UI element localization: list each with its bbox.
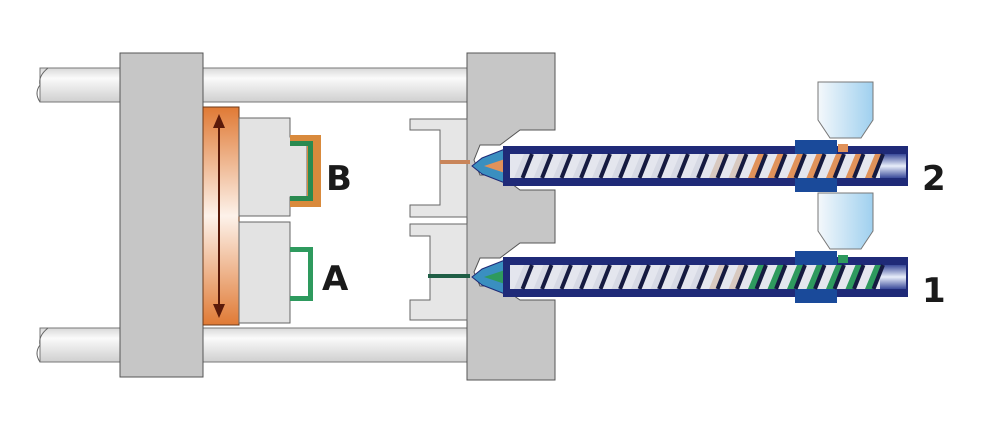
hopper bbox=[817, 192, 874, 250]
screw-flight-edge bbox=[637, 153, 651, 179]
screw-flight-edge bbox=[832, 153, 846, 179]
screw-flight-edge bbox=[676, 264, 690, 290]
screw-flight-edge bbox=[559, 264, 573, 290]
feed-material bbox=[838, 144, 848, 152]
nozzle-material bbox=[484, 159, 505, 173]
injection-unit-1 bbox=[471, 192, 908, 303]
screw-flight-edge bbox=[813, 153, 827, 179]
fixed-mold-bottom bbox=[409, 223, 468, 321]
screw-flight-edge bbox=[637, 264, 651, 290]
tie-bar-top bbox=[36, 67, 471, 103]
screw-flight-edge bbox=[579, 153, 593, 179]
screw-flight-edge bbox=[871, 264, 885, 290]
screw-flight-edge bbox=[696, 153, 710, 179]
screw-flight-edge bbox=[598, 153, 612, 179]
screw-flight-edge bbox=[852, 264, 866, 290]
rotary-plate bbox=[202, 106, 240, 326]
label-part-b: B bbox=[326, 159, 352, 199]
nozzle-material bbox=[484, 270, 505, 284]
screw-flight-edge bbox=[871, 153, 885, 179]
screw-flight-edge bbox=[793, 264, 807, 290]
screw-flight-edge bbox=[540, 153, 554, 179]
screw-flight-edge bbox=[676, 153, 690, 179]
arrow-down-icon bbox=[213, 304, 225, 318]
screw-flight-edge bbox=[559, 153, 573, 179]
screw-flight-edge bbox=[774, 153, 788, 179]
fixed-platen bbox=[466, 52, 556, 381]
screw-flight-edge bbox=[579, 264, 593, 290]
screw-flight-edge bbox=[715, 153, 729, 179]
screw-flight-edge bbox=[520, 153, 534, 179]
mold-core-bottom bbox=[238, 221, 291, 324]
screw-flight-edge bbox=[657, 153, 671, 179]
screw-end bbox=[880, 154, 906, 178]
screw-flight-edge bbox=[852, 153, 866, 179]
screw-flight-edge bbox=[715, 264, 729, 290]
screw-flight-edge bbox=[618, 153, 632, 179]
screw-flight-edge bbox=[618, 264, 632, 290]
moving-platen bbox=[119, 52, 204, 378]
screw-flight-edge bbox=[735, 153, 749, 179]
screw-flight-edge bbox=[754, 264, 768, 290]
screw-end bbox=[880, 265, 906, 289]
screw-flight-edge bbox=[832, 264, 846, 290]
screw-flight-edge bbox=[774, 264, 788, 290]
label-part-a: A bbox=[322, 259, 349, 299]
feed-material bbox=[838, 255, 848, 263]
screw-flight-edge bbox=[598, 264, 612, 290]
runner-1 bbox=[428, 274, 470, 278]
label-unit-1: 1 bbox=[922, 271, 946, 311]
screw-flight-edge bbox=[520, 264, 534, 290]
tie-bar-bottom bbox=[36, 327, 471, 363]
screw-flight-edge bbox=[793, 153, 807, 179]
fixed-mold-top bbox=[409, 118, 468, 218]
screw-flight-edge bbox=[735, 264, 749, 290]
part-a bbox=[290, 247, 313, 301]
label-unit-2: 2 bbox=[922, 159, 946, 199]
screw-flight-edge bbox=[813, 264, 827, 290]
screw-flight-edge bbox=[540, 264, 554, 290]
part-b bbox=[290, 135, 321, 207]
injection-unit-2 bbox=[471, 81, 908, 192]
screw-flight-edge bbox=[657, 264, 671, 290]
screw-flight-edge bbox=[696, 264, 710, 290]
hopper bbox=[817, 81, 874, 139]
arrow-up-icon bbox=[213, 114, 225, 128]
runner-2 bbox=[440, 160, 470, 164]
screw-flight-edge bbox=[754, 153, 768, 179]
